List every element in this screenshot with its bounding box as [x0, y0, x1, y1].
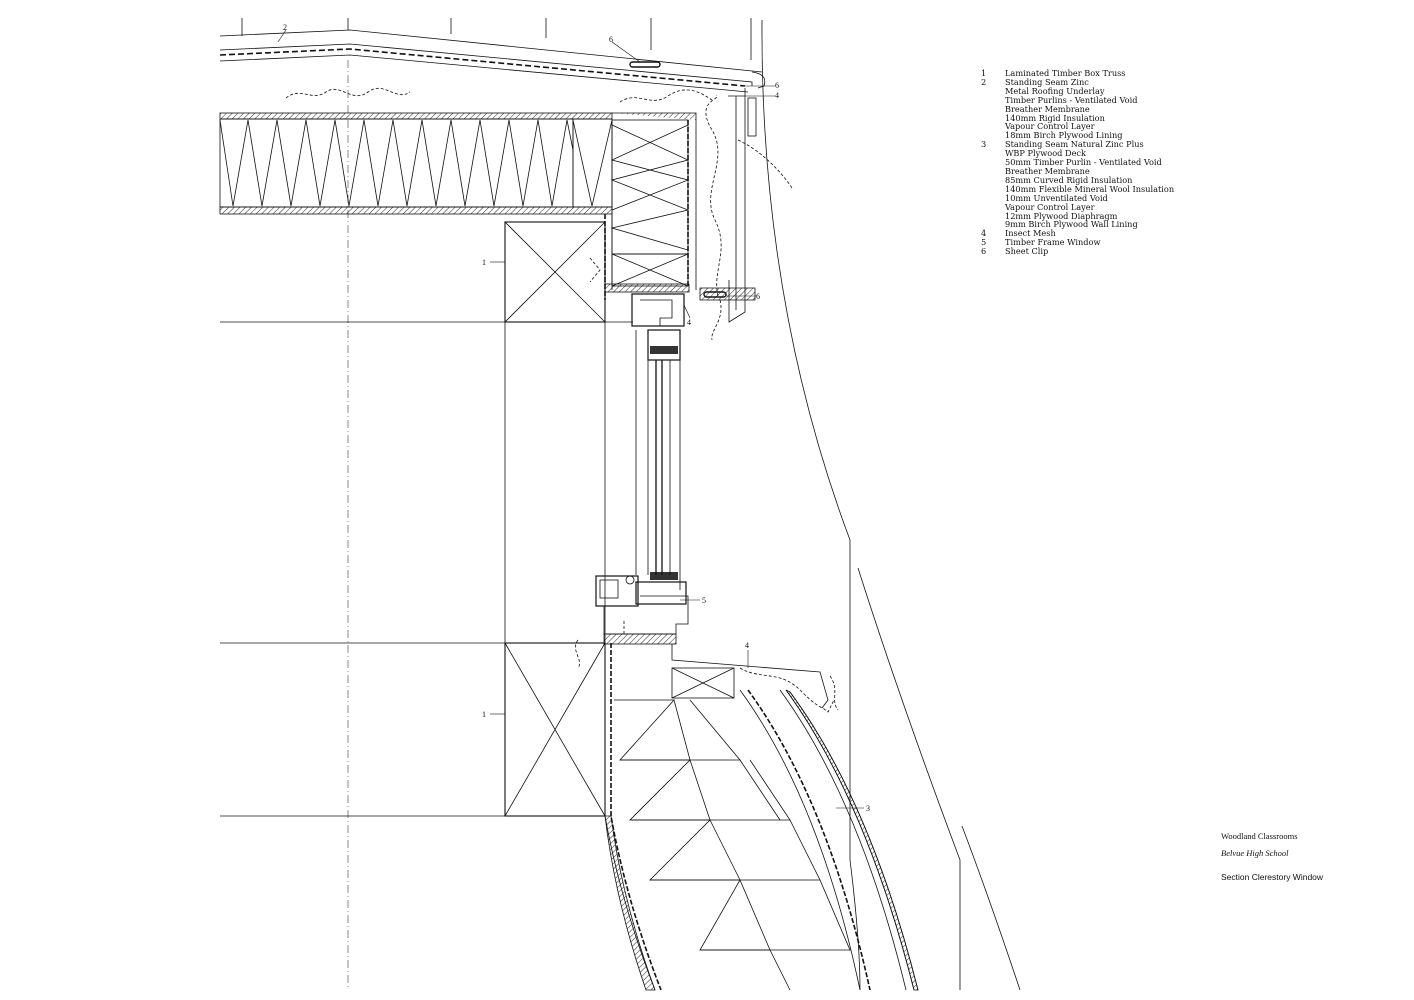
- legend-row: Breather Membrane: [981, 167, 1174, 176]
- client-name: Belvue High School: [1221, 848, 1289, 858]
- legend-description: 50mm Timber Purlin - Ventilated Void: [1005, 157, 1162, 168]
- legend-row: Breather Membrane: [981, 103, 1174, 114]
- legend-description: 18mm Birch Plywood Lining: [1005, 130, 1123, 141]
- airflow-top-left: [285, 87, 411, 99]
- legend-number: [981, 149, 1005, 158]
- legend-description: Breather Membrane: [1005, 165, 1090, 176]
- legend-row: 9mm Birch Plywood Wall Lining: [981, 220, 1174, 229]
- legend-number: 5: [981, 237, 987, 248]
- curved-wall: [604, 643, 919, 991]
- legend-number: [981, 212, 1005, 221]
- outer-curve: [761, 19, 1021, 991]
- svg-text:1: 1: [482, 710, 486, 719]
- legend-description: Vapour Control Layer: [1005, 121, 1095, 132]
- legend-number: 2: [981, 76, 987, 87]
- legend-row: 1 Laminated Timber Box Truss: [981, 69, 1174, 78]
- svg-text:1: 1: [482, 258, 486, 267]
- legend-description: 140mm Rigid Insulation: [1005, 112, 1105, 123]
- legend-row: 12mm Plywood Diaphragm: [981, 210, 1174, 221]
- legend-description: Insect Mesh: [1005, 228, 1056, 239]
- svg-text:6: 6: [775, 81, 779, 90]
- svg-text:2: 2: [283, 23, 287, 32]
- legend-row: 18mm Birch Plywood Lining: [981, 131, 1174, 140]
- svg-text:6: 6: [609, 35, 613, 44]
- sill-detail: [671, 644, 839, 713]
- airflow-top-right: [619, 89, 713, 103]
- ceiling-lining-bottom: [219, 206, 613, 215]
- legend-description: Timber Purlins - Ventilated Void: [1005, 94, 1138, 105]
- legend-description: Standing Seam Natural Zinc Plus: [1005, 139, 1144, 150]
- legend-number: [981, 167, 1005, 176]
- roof-insulation: [219, 118, 613, 208]
- legend-number: [981, 203, 1005, 212]
- leader-lines: [277, 29, 864, 809]
- sheet-title: Section Clerestory Window: [1221, 872, 1324, 882]
- legend-row: Metal Roofing Underlay: [981, 85, 1174, 96]
- legend-number: [981, 87, 1005, 96]
- legend-number: 3: [981, 139, 987, 150]
- title-block: Woodland Classrooms Belvue High School S…: [1221, 831, 1323, 882]
- legend-row: 4 Insect Mesh: [981, 229, 1174, 238]
- legend-number: 4: [981, 228, 987, 239]
- legend-row: 85mm Curved Rigid Insulation: [981, 174, 1174, 185]
- fascia-cladding: [699, 88, 793, 341]
- svg-text:5: 5: [702, 596, 706, 605]
- box-truss-upper: [504, 221, 606, 323]
- legend-description: Sheet Clip: [1005, 246, 1049, 257]
- legend-row: 10mm Unventilated Void: [981, 192, 1174, 203]
- svg-text:4: 4: [745, 641, 749, 650]
- legend-description: Vapour Control Layer: [1005, 201, 1095, 212]
- box-truss-lower: [220, 642, 606, 817]
- legend-row: 5 Timber Frame Window: [981, 238, 1174, 247]
- legend-description: 10mm Unventilated Void: [1005, 192, 1108, 203]
- svg-text:3: 3: [866, 804, 870, 813]
- legend-row: 3 Standing Seam Natural Zinc Plus: [981, 140, 1174, 149]
- legend-row: 2 Standing Seam Zinc: [981, 78, 1174, 87]
- svg-text:4: 4: [775, 91, 779, 100]
- svg-text:6: 6: [756, 292, 760, 301]
- legend-number: [981, 194, 1005, 203]
- legend-row: 140mm Rigid Insulation: [981, 112, 1174, 123]
- airflow-fascia: [705, 94, 722, 297]
- legend-number: [981, 185, 1005, 194]
- legend-description: 85mm Curved Rigid Insulation: [1005, 174, 1133, 185]
- legend-description: Breather Membrane: [1005, 103, 1090, 114]
- svg-text:4: 4: [687, 318, 691, 327]
- legend-number: [981, 176, 1005, 185]
- legend-number: [981, 122, 1005, 131]
- legend-description: WBP Plywood Deck: [1005, 148, 1086, 159]
- roof-buildup: [219, 29, 766, 103]
- legend-number: [981, 105, 1005, 114]
- legend-description: Standing Seam Zinc: [1005, 76, 1089, 87]
- legend-number: [981, 96, 1005, 105]
- legend-description: Metal Roofing Underlay: [1005, 85, 1105, 96]
- eaves-insulation: [604, 119, 697, 300]
- legend-description: Timber Frame Window: [1005, 237, 1101, 248]
- item-tags: 2 6 6 4 1 6 4 5 4 1 3: [283, 23, 870, 813]
- airflow-sill: [739, 667, 835, 713]
- legend-row: Vapour Control Layer: [981, 122, 1174, 131]
- ceiling-lining-top: [219, 112, 613, 120]
- legend-description: 12mm Plywood Diaphragm: [1005, 210, 1118, 221]
- roof-seam-stubs: [241, 18, 752, 60]
- legend-row: Vapour Control Layer: [981, 201, 1174, 212]
- legend-row: WBP Plywood Deck: [981, 149, 1174, 158]
- project-name: Woodland Classrooms: [1221, 831, 1298, 841]
- legend-number: [981, 158, 1005, 167]
- legend-number: 1: [981, 68, 987, 78]
- legend-number: [981, 114, 1005, 123]
- legend-row: Timber Purlins - Ventilated Void: [981, 94, 1174, 105]
- legend-number: 6: [981, 246, 987, 257]
- legend-description: 9mm Birch Plywood Wall Lining: [1005, 219, 1138, 230]
- legend-description: Laminated Timber Box Truss: [1005, 68, 1126, 78]
- legend-description: 140mm Flexible Mineral Wool Insulation: [1005, 183, 1175, 194]
- legend-row: 50mm Timber Purlin - Ventilated Void: [981, 158, 1174, 167]
- legend-row: 6 Sheet Clip: [981, 247, 1174, 256]
- window-frame: [575, 257, 689, 669]
- legend-row: 140mm Flexible Mineral Wool Insulation: [981, 183, 1175, 194]
